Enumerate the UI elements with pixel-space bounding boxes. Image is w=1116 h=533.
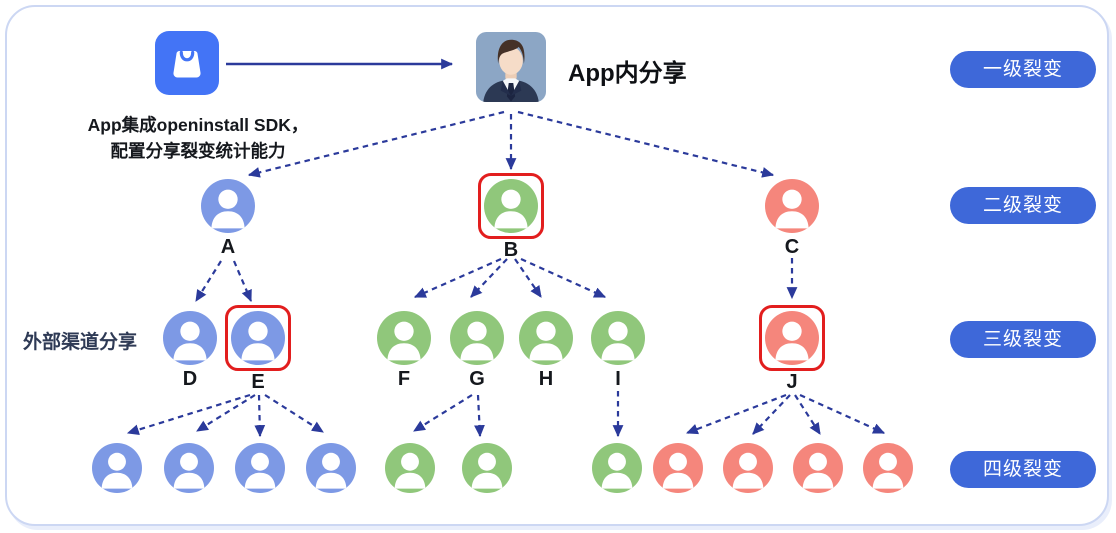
- edge-E-L4-1: [126, 393, 251, 435]
- user-icon: [92, 443, 142, 493]
- user-icon: [201, 179, 255, 233]
- external-channel-label: 外部渠道分享: [23, 332, 138, 353]
- sdk-note-line2: 配置分享裂变统计能力: [110, 141, 286, 161]
- user-node-L4-4: [306, 443, 356, 493]
- user-node-C: [765, 179, 819, 233]
- edge-E-L4-2: [196, 394, 256, 432]
- user-icon: [462, 443, 512, 493]
- node-label-G: G: [469, 368, 485, 390]
- user-node-E: [231, 311, 285, 365]
- user-node-L4-2: [164, 443, 214, 493]
- user-icon: [385, 443, 435, 493]
- user-icon: [653, 443, 703, 493]
- app-store-icon: [155, 31, 219, 95]
- highlight-box-E: [225, 305, 291, 371]
- edge-J-L4-10: [794, 394, 821, 435]
- user-icon: [723, 443, 773, 493]
- user-node-I: [591, 311, 645, 365]
- user-node-L4-7: [592, 443, 642, 493]
- node-label-I: I: [615, 368, 621, 390]
- edge-A-E: [232, 260, 253, 302]
- node-label-D: D: [182, 368, 198, 390]
- user-node-H: [519, 311, 573, 365]
- user-icon: [765, 179, 819, 233]
- edge-E-L4-3: [254, 394, 266, 438]
- user-node-L4-10: [793, 443, 843, 493]
- user-node-F: [377, 311, 431, 365]
- highlight-box-J: [759, 305, 825, 371]
- user-icon: [164, 443, 214, 493]
- edge-sharer-A: [247, 110, 505, 178]
- user-icon: [793, 443, 843, 493]
- level-badge-4: 四级裂变: [950, 451, 1096, 488]
- node-label-A: A: [220, 236, 236, 258]
- level-badge-2: 二级裂变: [950, 187, 1096, 224]
- edge-J-L4-9: [752, 394, 791, 435]
- sdk-note-line1: App集成openinstall SDK，: [87, 115, 309, 135]
- sharer-node: [476, 32, 546, 102]
- user-icon: [484, 179, 538, 233]
- node-label-F: F: [397, 368, 411, 390]
- user-node-L4-6: [462, 443, 512, 493]
- user-node-L4-9: [723, 443, 773, 493]
- edge-sharer-C: [517, 110, 775, 178]
- node-label-C: C: [784, 236, 800, 258]
- sharer-avatar: [476, 32, 546, 102]
- user-node-L4-3: [235, 443, 285, 493]
- user-node-L4-11: [863, 443, 913, 493]
- user-icon: [863, 443, 913, 493]
- edge-J-L4-11: [799, 393, 885, 435]
- user-icon: [163, 311, 217, 365]
- user-icon: [377, 311, 431, 365]
- user-node-L4-8: [653, 443, 703, 493]
- edge-B-I: [520, 257, 606, 299]
- edge-B-H: [514, 258, 542, 298]
- edge-B-F: [414, 257, 502, 299]
- user-node-B: [484, 179, 538, 233]
- node-label-E: E: [251, 371, 265, 393]
- root-share-title: App内分享: [568, 60, 687, 87]
- user-node-J: [765, 311, 819, 365]
- user-icon: [235, 443, 285, 493]
- user-node-G: [450, 311, 504, 365]
- edge-G-L4-6: [474, 394, 485, 438]
- edge-J-L4-8: [685, 393, 787, 435]
- highlight-box-B: [478, 173, 544, 239]
- edge-B-G: [470, 258, 508, 298]
- node-label-B: B: [503, 239, 519, 261]
- app-store-node: [155, 31, 219, 95]
- sdk-note: App集成openinstall SDK， 配置分享裂变统计能力: [48, 112, 348, 164]
- user-node-L4-5: [385, 443, 435, 493]
- user-node-A: [201, 179, 255, 233]
- node-label-H: H: [538, 368, 554, 390]
- level-badge-3: 三级裂变: [950, 321, 1096, 358]
- user-icon: [765, 311, 819, 365]
- level-badge-1: 一级裂变: [950, 51, 1096, 88]
- user-icon: [231, 311, 285, 365]
- user-node-L4-1: [92, 443, 142, 493]
- edge-E-L4-4: [264, 394, 324, 433]
- edge-A-D: [195, 260, 222, 302]
- user-icon: [592, 443, 642, 493]
- user-icon: [450, 311, 504, 365]
- user-icon: [591, 311, 645, 365]
- user-icon: [306, 443, 356, 493]
- user-node-D: [163, 311, 217, 365]
- node-label-J: J: [786, 371, 798, 393]
- user-icon: [519, 311, 573, 365]
- edge-G-L4-5: [413, 394, 473, 432]
